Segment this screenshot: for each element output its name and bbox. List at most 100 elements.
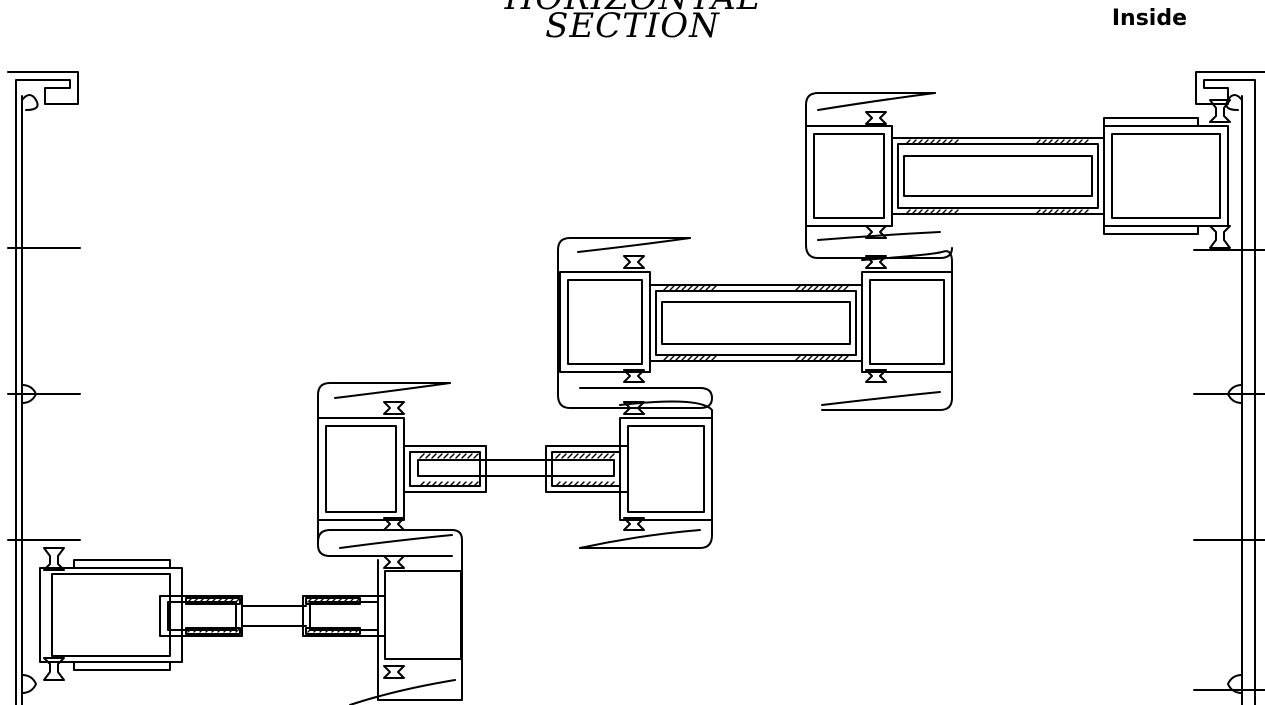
bead-hatch-mark — [825, 285, 831, 291]
bead-hatch-mark — [947, 209, 953, 215]
bead-hatch-mark — [193, 597, 199, 603]
bead-hatch-mark — [325, 627, 331, 633]
bead-hatch-mark — [705, 355, 711, 361]
bead-hatch-mark — [1077, 209, 1083, 215]
bead-hatch-mark — [597, 453, 603, 459]
bead-hatch-mark — [1047, 209, 1053, 215]
left-fixed-panel — [39, 547, 307, 681]
bead-hatch-mark — [663, 285, 669, 291]
bead-hatch-mark — [467, 453, 473, 459]
left-jamb-frame — [7, 71, 81, 705]
bead-hatch-mark — [205, 627, 211, 633]
bead-hatch-mark — [681, 285, 687, 291]
bead-hatch-mark — [923, 209, 929, 215]
bead-hatch-mark — [473, 453, 479, 459]
bead-hatch-mark — [1035, 139, 1041, 145]
bead-hatch-mark — [843, 285, 849, 291]
bead-hatch-mark — [917, 139, 923, 145]
bead-hatch-mark — [1071, 209, 1077, 215]
bead-hatch-mark — [555, 481, 561, 487]
bead-hatch-mark — [223, 597, 229, 603]
bead-hatch-mark — [211, 627, 217, 633]
bead-hatch-mark — [199, 627, 205, 633]
bead-hatch-mark — [229, 597, 235, 603]
bead-hatch-mark — [585, 453, 591, 459]
bead-hatch-mark — [211, 597, 217, 603]
bead-hatch-mark — [669, 285, 675, 291]
bead-hatch-mark — [1041, 209, 1047, 215]
right-jamb-frame — [1193, 71, 1265, 705]
bead-hatch-mark — [1059, 139, 1065, 145]
bead-hatch-mark — [1065, 139, 1071, 145]
bead-hatch-mark — [941, 209, 947, 215]
bead-hatch-mark — [355, 627, 361, 633]
bead-hatch-mark — [1059, 209, 1065, 215]
bead-hatch-mark — [331, 597, 337, 603]
bead-hatch-mark — [687, 285, 693, 291]
bead-hatch-mark — [473, 481, 479, 487]
bead-hatch-mark — [597, 481, 603, 487]
bead-hatch-mark — [705, 285, 711, 291]
bead-hatch-mark — [693, 355, 699, 361]
bead-hatch-mark — [935, 139, 941, 145]
bead-hatch-mark — [349, 627, 355, 633]
bead-hatch-mark — [217, 597, 223, 603]
bead-hatch-mark — [425, 453, 431, 459]
bead-hatch-mark — [461, 453, 467, 459]
bead-hatch-mark — [325, 597, 331, 603]
bead-hatch-mark — [1053, 209, 1059, 215]
bead-hatch-mark — [819, 355, 825, 361]
bead-hatch-mark — [825, 355, 831, 361]
bead-hatch-mark — [795, 355, 801, 361]
bead-hatch-mark — [585, 481, 591, 487]
bead-hatch-mark — [831, 355, 837, 361]
bead-hatch-mark — [425, 481, 431, 487]
bead-hatch-mark — [1035, 209, 1041, 215]
bead-hatch-mark — [319, 597, 325, 603]
bead-hatch-mark — [437, 481, 443, 487]
bead-hatch-mark — [443, 481, 449, 487]
bead-hatch-mark — [355, 597, 361, 603]
bead-hatch-mark — [187, 597, 193, 603]
bead-hatch-mark — [807, 355, 813, 361]
bead-hatch-mark — [941, 139, 947, 145]
title-line-1: HORIZONTAL — [0, 0, 1265, 18]
bead-hatch-mark — [795, 285, 801, 291]
bead-hatch-mark — [449, 453, 455, 459]
bead-hatch-mark — [307, 627, 313, 633]
bead-hatch-mark — [591, 481, 597, 487]
bead-hatch-mark — [953, 139, 959, 145]
bead-hatch-mark — [609, 453, 615, 459]
bead-hatch-mark — [217, 627, 223, 633]
bead-hatch-mark — [801, 355, 807, 361]
bead-hatch-mark — [917, 209, 923, 215]
bead-hatch-mark — [313, 597, 319, 603]
bead-hatch-mark — [911, 139, 917, 145]
bead-hatch-mark — [419, 481, 425, 487]
bead-hatch-mark — [567, 481, 573, 487]
bead-hatch-mark — [431, 481, 437, 487]
bead-hatch-mark — [573, 453, 579, 459]
bead-hatch-mark — [579, 453, 585, 459]
bead-hatch-mark — [1083, 139, 1089, 145]
bead-hatch-mark — [573, 481, 579, 487]
bead-hatch-mark — [837, 355, 843, 361]
bead-hatch-mark — [911, 209, 917, 215]
bead-hatch-mark — [1053, 139, 1059, 145]
bead-hatch-mark — [205, 597, 211, 603]
bead-hatch-mark — [947, 139, 953, 145]
bead-hatch-mark — [663, 355, 669, 361]
bead-hatch-mark — [1071, 139, 1077, 145]
bead-hatch-mark — [669, 355, 675, 361]
bead-hatch-mark — [235, 627, 241, 633]
right-fixed-panel — [1103, 99, 1231, 249]
bead-hatch-mark — [813, 355, 819, 361]
bead-hatch-mark — [455, 453, 461, 459]
bead-hatch-mark — [223, 627, 229, 633]
bead-hatch-mark — [929, 209, 935, 215]
bead-hatch-mark — [801, 285, 807, 291]
bead-hatch-mark — [953, 209, 959, 215]
bead-hatch-mark — [437, 453, 443, 459]
